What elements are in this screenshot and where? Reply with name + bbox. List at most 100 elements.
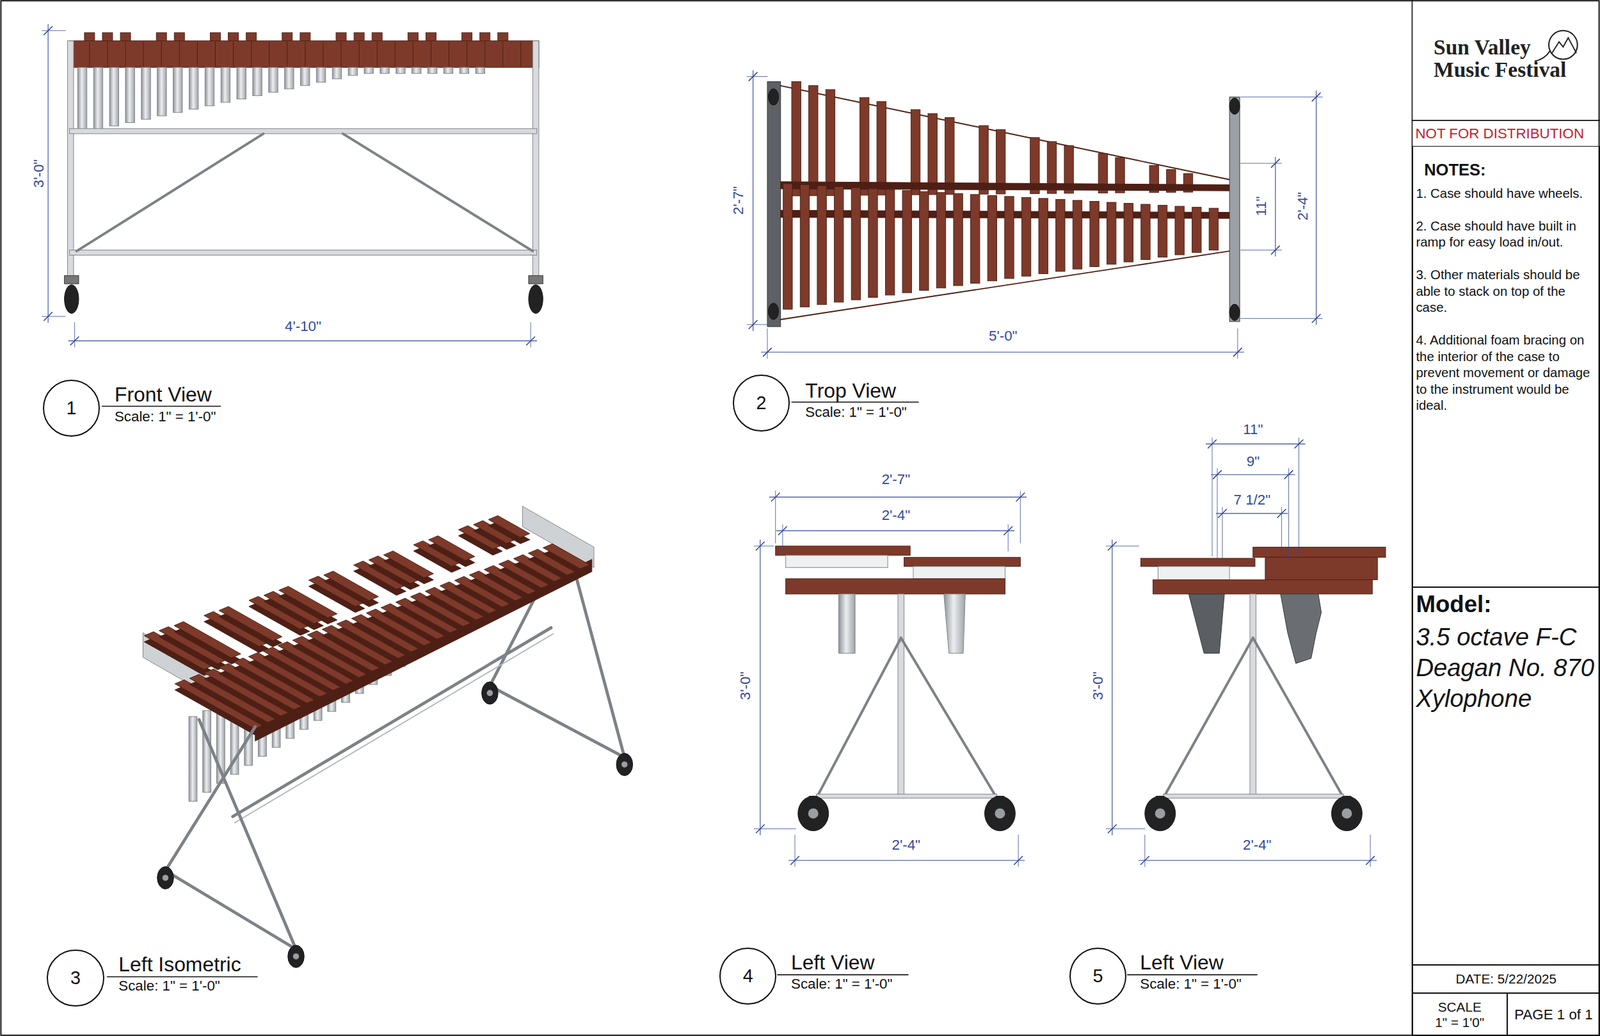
extension-line <box>1288 468 1289 560</box>
resonator-tube <box>332 67 342 79</box>
extension-line <box>746 76 768 77</box>
view-number: 5 <box>1093 966 1104 985</box>
resonator-tube <box>188 716 198 801</box>
bar-edge <box>412 41 414 66</box>
scale-value: 1" = 1'0" <box>1434 1014 1485 1030</box>
natural-bar <box>783 183 793 310</box>
extension-line <box>1370 834 1371 866</box>
resonator-tube <box>109 67 119 127</box>
wheel <box>157 865 175 889</box>
view-number: 1 <box>66 398 77 418</box>
title-underline <box>102 405 221 408</box>
resonator-tube <box>380 67 390 74</box>
logo-ring <box>1548 30 1578 60</box>
wheel <box>616 752 633 776</box>
frame-post <box>1249 593 1257 797</box>
page-number: PAGE 1 of 1 <box>1514 1006 1593 1023</box>
natural-bar <box>868 188 878 298</box>
dimension-label: 2'-4" <box>892 837 921 852</box>
top-view <box>746 70 1323 359</box>
resonator-tube <box>188 67 198 109</box>
extension-line <box>746 323 768 325</box>
logo-mountains <box>1552 37 1577 54</box>
note-text: 4. Additional foam bracing on the interi… <box>1415 332 1597 415</box>
accidental-bar <box>425 32 436 42</box>
note-text: 3. Other materials should be able to sta… <box>1415 266 1597 317</box>
dimension-line <box>1210 474 1295 475</box>
resonator-tube <box>220 67 230 103</box>
end-frame <box>1229 96 1240 322</box>
extension-line <box>753 828 796 829</box>
bottom-rail <box>1162 793 1344 798</box>
natural-bar <box>834 186 844 303</box>
extension-line <box>1240 163 1282 164</box>
view-title: Left View <box>791 952 875 973</box>
frame-post <box>897 593 905 797</box>
dimension-line <box>759 539 761 835</box>
natural-bar <box>1141 204 1151 260</box>
bar-edge <box>502 41 504 66</box>
natural-bar <box>1089 200 1099 267</box>
bar-edge <box>484 41 486 66</box>
view-tag-circle: 4Left ViewScale: 1" = 1'-0" <box>719 947 777 1005</box>
logo-text: Sun Valley Music Festival <box>1433 35 1579 81</box>
dimension-label: 11" <box>1242 422 1263 437</box>
resonator-tube <box>77 67 87 133</box>
bar-edge <box>376 41 378 66</box>
title-block-line <box>1411 119 1600 121</box>
view-scale: Scale: 1" = 1'-0" <box>791 976 893 991</box>
resonator-tube <box>202 710 212 793</box>
dimension-line <box>1315 90 1317 325</box>
note-text: 2. Case should have built in ramp for ea… <box>1415 218 1597 251</box>
bar-rail <box>785 554 888 568</box>
extension-line <box>782 524 783 551</box>
dimension-line <box>760 351 1244 352</box>
notes-heading: NOTES: <box>1424 160 1598 180</box>
bar-edge <box>197 41 198 66</box>
view-scale: Scale: 1" = 1'-0" <box>805 405 907 420</box>
natural-bar <box>1208 208 1218 250</box>
natural-bar <box>1004 196 1014 279</box>
view-scale: Scale: 1" = 1'-0" <box>118 978 220 993</box>
extension-line <box>530 322 532 347</box>
resonator-tube <box>459 67 469 74</box>
frame-post <box>67 40 74 278</box>
dimension-label: 2'-7" <box>731 185 746 214</box>
extension-line <box>1240 318 1323 319</box>
resonator-tube <box>443 67 453 74</box>
frame-rail <box>69 128 537 134</box>
view-title: Trop View <box>805 380 896 402</box>
model-heading: Model: <box>1415 590 1597 618</box>
natural-bar <box>919 191 929 290</box>
natural-bar <box>1021 197 1031 276</box>
extension-line <box>1237 328 1238 358</box>
accidental-bar <box>371 32 383 42</box>
accidental-bar <box>300 32 311 42</box>
accidental-bar <box>336 32 347 42</box>
title-block-cell: Model:3.5 octave F-C Deagan No. 870 Xylo… <box>1412 586 1600 965</box>
accidental-bar <box>407 32 418 42</box>
extension-line <box>1281 506 1282 559</box>
natural-bar <box>953 193 963 286</box>
leg <box>816 637 902 798</box>
wheel <box>768 302 779 320</box>
dimension-label: 3'-0" <box>31 159 46 188</box>
title-underline <box>777 974 909 976</box>
extension-line <box>1105 545 1139 546</box>
natural-bar <box>902 190 912 293</box>
accidental-bar <box>488 515 530 537</box>
extension-line <box>74 322 75 347</box>
left-view-a <box>753 490 1027 867</box>
wheel <box>798 795 829 831</box>
bottom-rail <box>165 870 296 950</box>
view-tag-circle: 5Left ViewScale: 1" = 1'-0" <box>1069 947 1127 1005</box>
extension-line <box>42 30 66 31</box>
wheel-hub <box>1155 808 1166 819</box>
extension-line <box>1020 490 1021 543</box>
leg <box>571 559 625 758</box>
accidental-bar <box>156 32 167 42</box>
accidental-bar <box>120 32 131 42</box>
dimension-label: 2'-7" <box>881 472 911 487</box>
